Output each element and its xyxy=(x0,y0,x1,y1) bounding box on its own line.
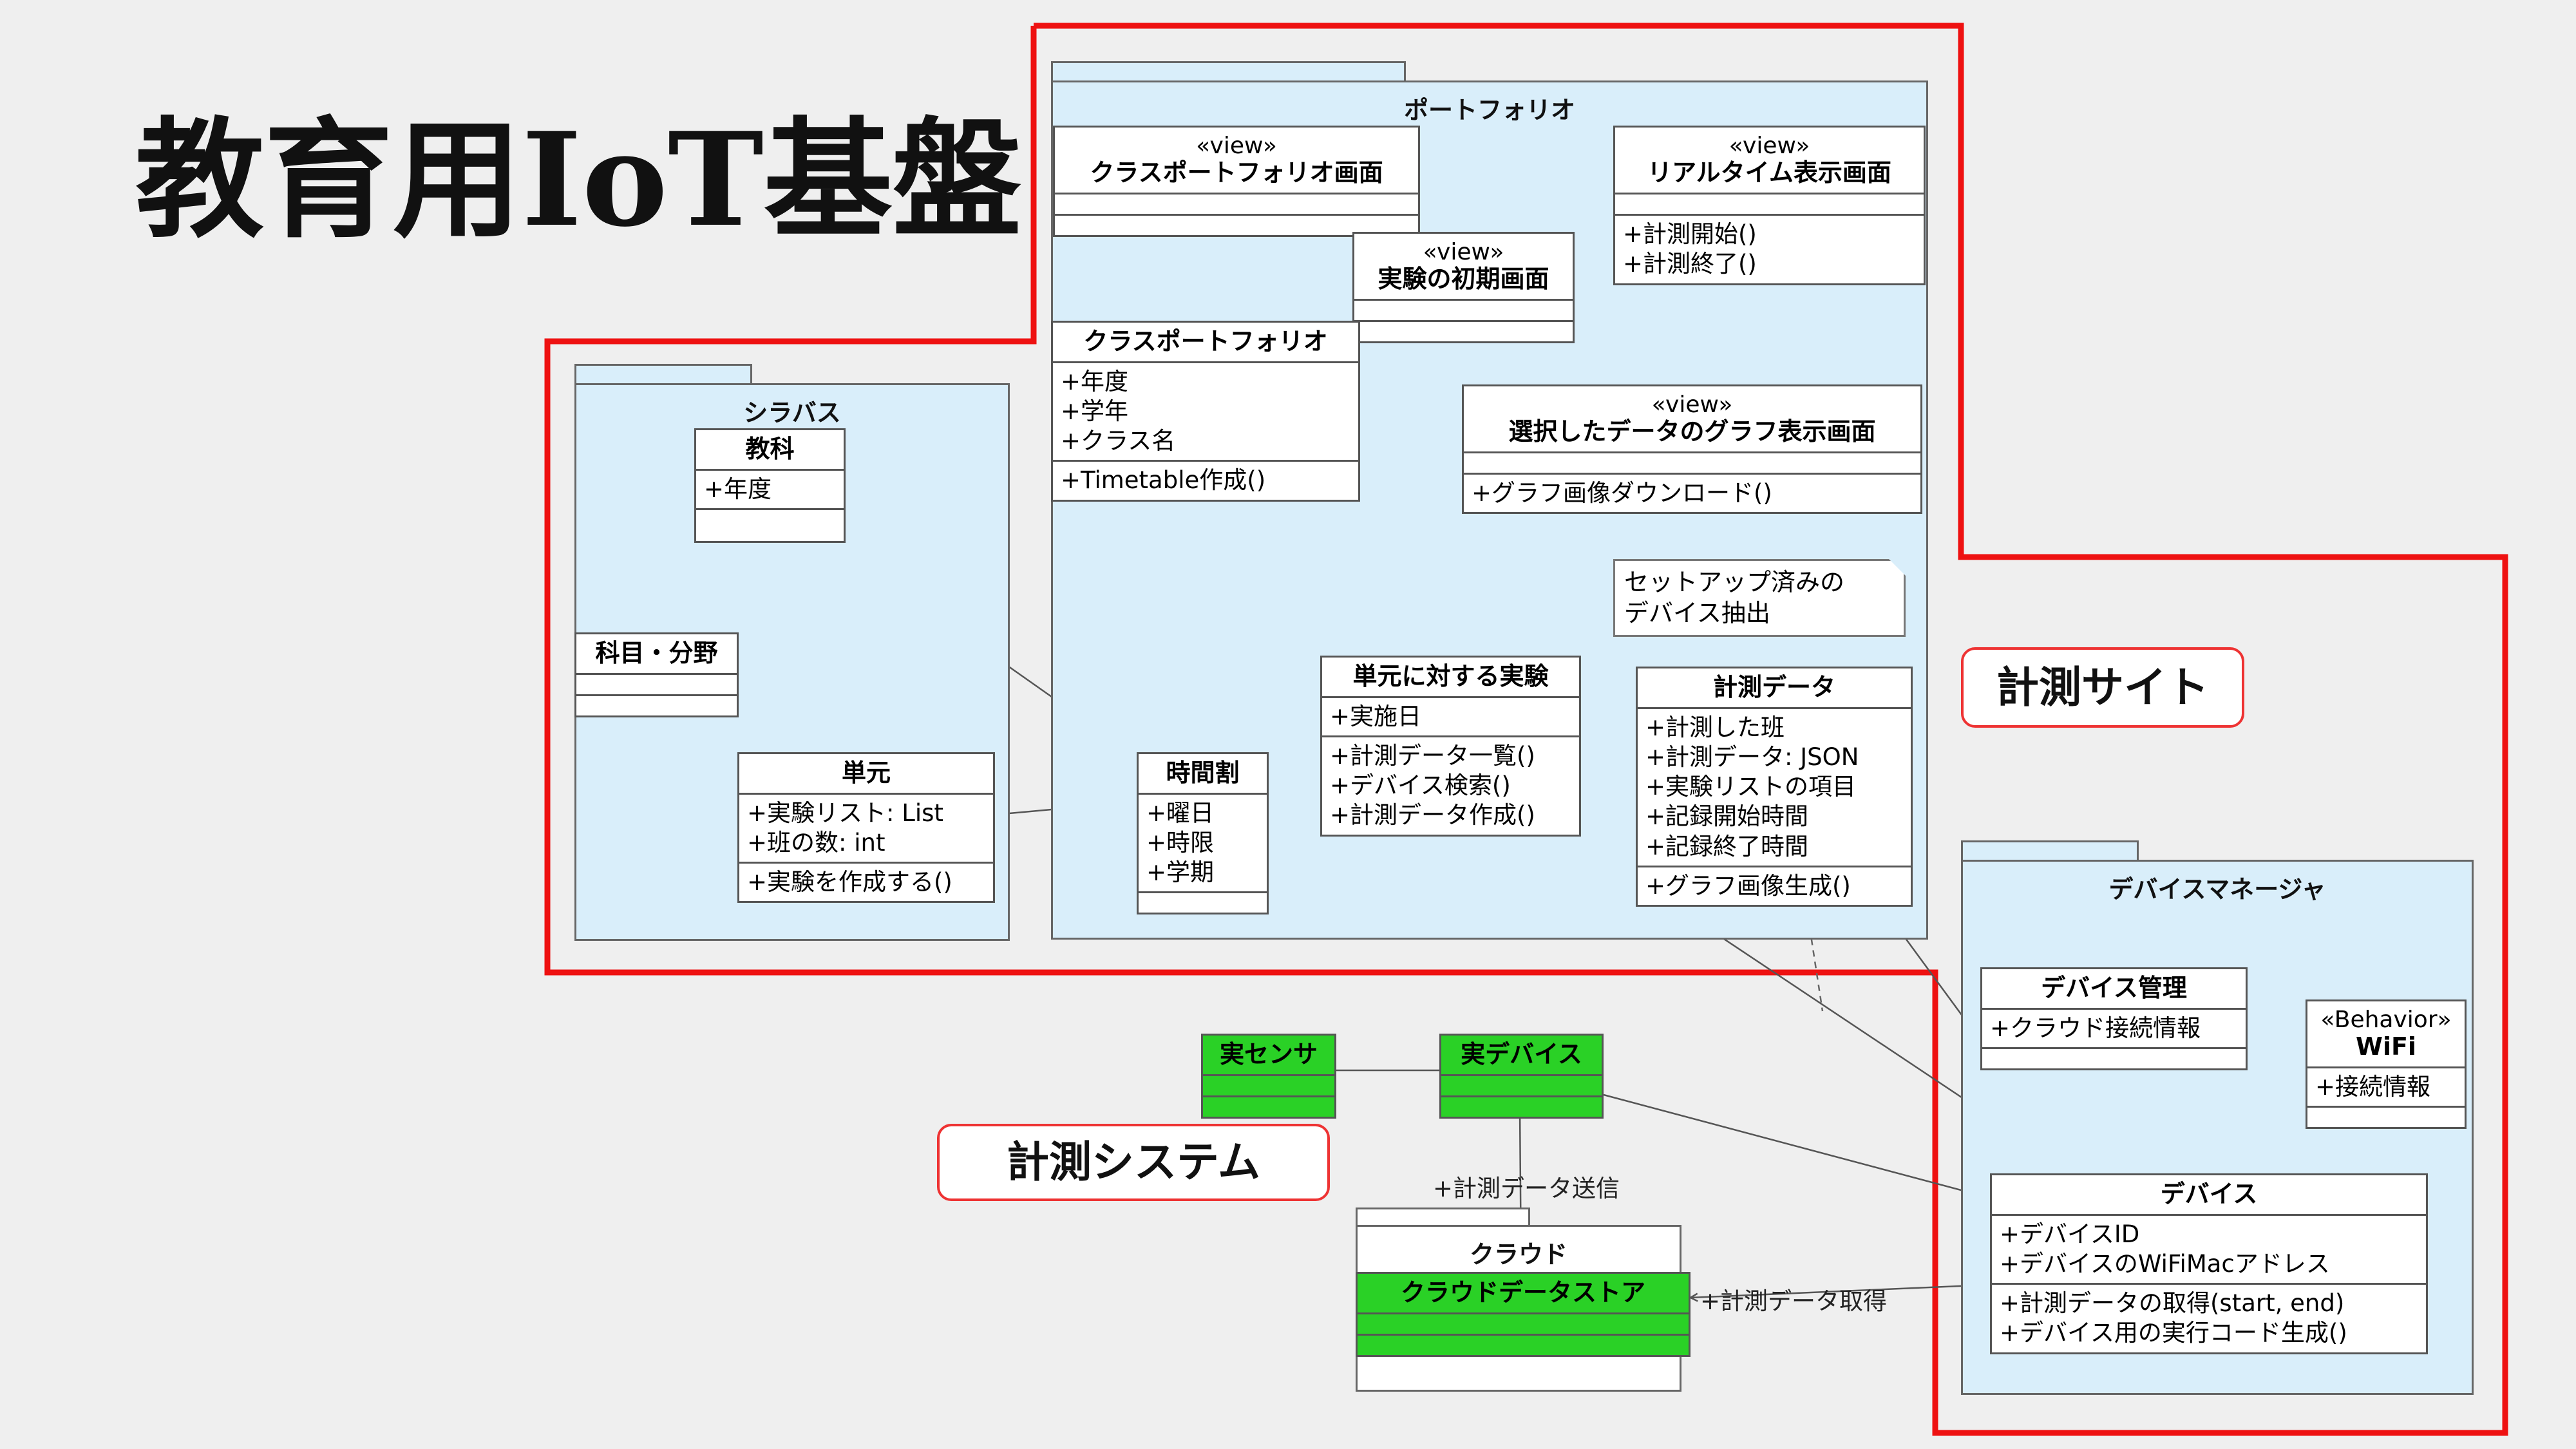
attribute: +デバイスのWiFiMacアドレス xyxy=(2000,1249,2330,1278)
real-sensor-class: 実センサ xyxy=(1201,1034,1336,1119)
attribute: +学年 xyxy=(1061,397,1129,425)
device-manager-package-name: デバイスマネージャ xyxy=(2108,875,2326,904)
class-name: 実センサ xyxy=(1203,1036,1334,1076)
attribute: +記録開始時間 xyxy=(1645,802,1809,831)
graph-view-class: «view»選択したデータのグラフ表示画面 +グラフ画像ダウンロード() xyxy=(1462,384,1922,515)
class-portfolio-class: クラスポートフォリオ +年度 +学年 +クラス名 +Timetable作成() xyxy=(1051,321,1360,502)
class-name: リアルタイム表示画面 xyxy=(1647,158,1891,187)
device-manager-package-tab xyxy=(1961,840,2139,862)
device-extraction-note: セットアップ済みの デバイス抽出 xyxy=(1613,559,1906,637)
class-name: 時間割 xyxy=(1139,754,1267,795)
attribute: +年度 xyxy=(1061,367,1129,395)
attribute: +年度 xyxy=(704,475,772,503)
attribute: +時限 xyxy=(1146,828,1215,857)
class-name: クラウドデータストア xyxy=(1358,1274,1689,1314)
class-name: クラスポートフォリオ画面 xyxy=(1090,158,1383,187)
attribute: +曜日 xyxy=(1146,799,1215,827)
device-management-class: デバイス管理 +クラウド接続情報 xyxy=(1980,967,2248,1070)
portfolio-package-name: ポートフォリオ xyxy=(1403,96,1575,124)
attribute: +計測した班 xyxy=(1645,713,1785,741)
class-name: クラスポートフォリオ xyxy=(1053,323,1358,363)
wifi-class: «Behavior»WiFi +接続情報 xyxy=(2306,999,2467,1130)
field-class: 科目・分野 xyxy=(574,632,739,717)
get-data-label: +計測データ取得 xyxy=(1700,1287,1888,1315)
class-name: WiFi xyxy=(2356,1032,2416,1061)
attribute: +実験リストの項目 xyxy=(1645,773,1857,801)
attribute: +実施日 xyxy=(1330,702,1422,730)
attribute: +学期 xyxy=(1146,858,1215,887)
attribute: +デバイスID xyxy=(2000,1220,2140,1248)
attribute: +接続情報 xyxy=(2315,1073,2431,1101)
note-line: セットアップ済みの xyxy=(1624,568,1845,596)
operation: +Timetable作成() xyxy=(1061,466,1266,495)
site-boundary xyxy=(544,23,2508,1436)
class-name: 選択したデータのグラフ表示画面 xyxy=(1508,417,1876,446)
class-name: 計測データ xyxy=(1638,668,1911,709)
operation: +計測データ作成() xyxy=(1330,801,1535,829)
attribute: +計測データ: JSON xyxy=(1645,743,1859,771)
page-title: 教育用IoT基盤 xyxy=(135,104,1021,256)
dep-data-device xyxy=(1808,927,1824,1012)
attribute: +実験リスト: List xyxy=(747,799,943,827)
syllabus-package-name: シラバス xyxy=(743,399,841,427)
class-name: 単元 xyxy=(739,754,993,795)
cloud-data-store-class: クラウドデータストア xyxy=(1356,1272,1690,1357)
attribute: +クラス名 xyxy=(1061,427,1176,455)
operation: +グラフ画像ダウンロード() xyxy=(1472,479,1772,507)
class-name: 実験の初期画面 xyxy=(1378,265,1549,294)
timetable-class: 時間割 +曜日 +時限 +学期 xyxy=(1137,752,1269,915)
class-name: デバイス管理 xyxy=(1982,969,2246,1010)
operation: +計測終了() xyxy=(1623,250,1757,278)
unit-class: 単元 +実験リスト: List +班の数: int +実験を作成する() xyxy=(737,752,995,904)
class-name: 実デバイス xyxy=(1441,1036,1602,1076)
class-name: 単元に対する実験 xyxy=(1322,658,1579,698)
measurement-data-class: 計測データ +計測した班 +計測データ: JSON +実験リストの項目 +記録開… xyxy=(1636,667,1913,907)
attribute: +記録終了時間 xyxy=(1645,832,1809,860)
operation: +計測データ一覧() xyxy=(1330,741,1535,770)
class-name: 教科 xyxy=(696,430,844,471)
realtime-view-class: «view»リアルタイム表示画面 +計測開始() +計測終了() xyxy=(1613,126,1926,285)
class-name: デバイス xyxy=(1992,1175,2426,1216)
operation: +計測データの取得(start, end) xyxy=(2000,1289,2345,1318)
class-name: 科目・分野 xyxy=(576,634,737,675)
stereotype-label: «view» xyxy=(1728,133,1810,159)
assoc-realdevice-device xyxy=(1603,1094,1990,1198)
stereotype-label: «view» xyxy=(1196,133,1277,159)
operation: +デバイス用の実行コード生成() xyxy=(2000,1319,2347,1347)
note-line: デバイス抽出 xyxy=(1624,598,1770,627)
subject-class: 教科 +年度 xyxy=(694,428,846,543)
operation: +実験を作成する() xyxy=(747,868,952,896)
unit-experiment-class: 単元に対する実験 +実施日 +計測データ一覧() +デバイス検索() +計測デー… xyxy=(1320,656,1581,837)
real-device-class: 実デバイス xyxy=(1439,1034,1604,1119)
attribute: +班の数: int xyxy=(747,828,886,857)
attribute: +クラウド接続情報 xyxy=(1990,1014,2201,1042)
measurement-system-callout: 計測システム xyxy=(937,1124,1330,1201)
class-portfolio-view-class: «view»クラスポートフォリオ画面 xyxy=(1053,126,1420,238)
operation: +計測開始() xyxy=(1623,220,1757,249)
stereotype-label: «view» xyxy=(1423,239,1504,265)
operation: +デバイス検索() xyxy=(1330,772,1511,800)
device-class: デバイス +デバイスID +デバイスのWiFiMacアドレス +計測データの取得… xyxy=(1990,1173,2428,1354)
syllabus-package-tab xyxy=(574,364,752,385)
portfolio-package-tab xyxy=(1051,61,1406,82)
assoc-device-cloud xyxy=(1690,1283,1991,1298)
cloud-package-name: クラウド xyxy=(1469,1240,1567,1269)
send-data-label: +計測データ送信 xyxy=(1433,1175,1620,1202)
measurement-site-callout: 計測サイト xyxy=(1961,647,2244,728)
stereotype-label: «Behavior» xyxy=(2320,1007,2452,1033)
experiment-initial-view-class: «view»実験の初期画面 xyxy=(1352,232,1575,344)
operation: +グラフ画像生成() xyxy=(1645,871,1851,900)
stereotype-label: «view» xyxy=(1651,392,1733,418)
